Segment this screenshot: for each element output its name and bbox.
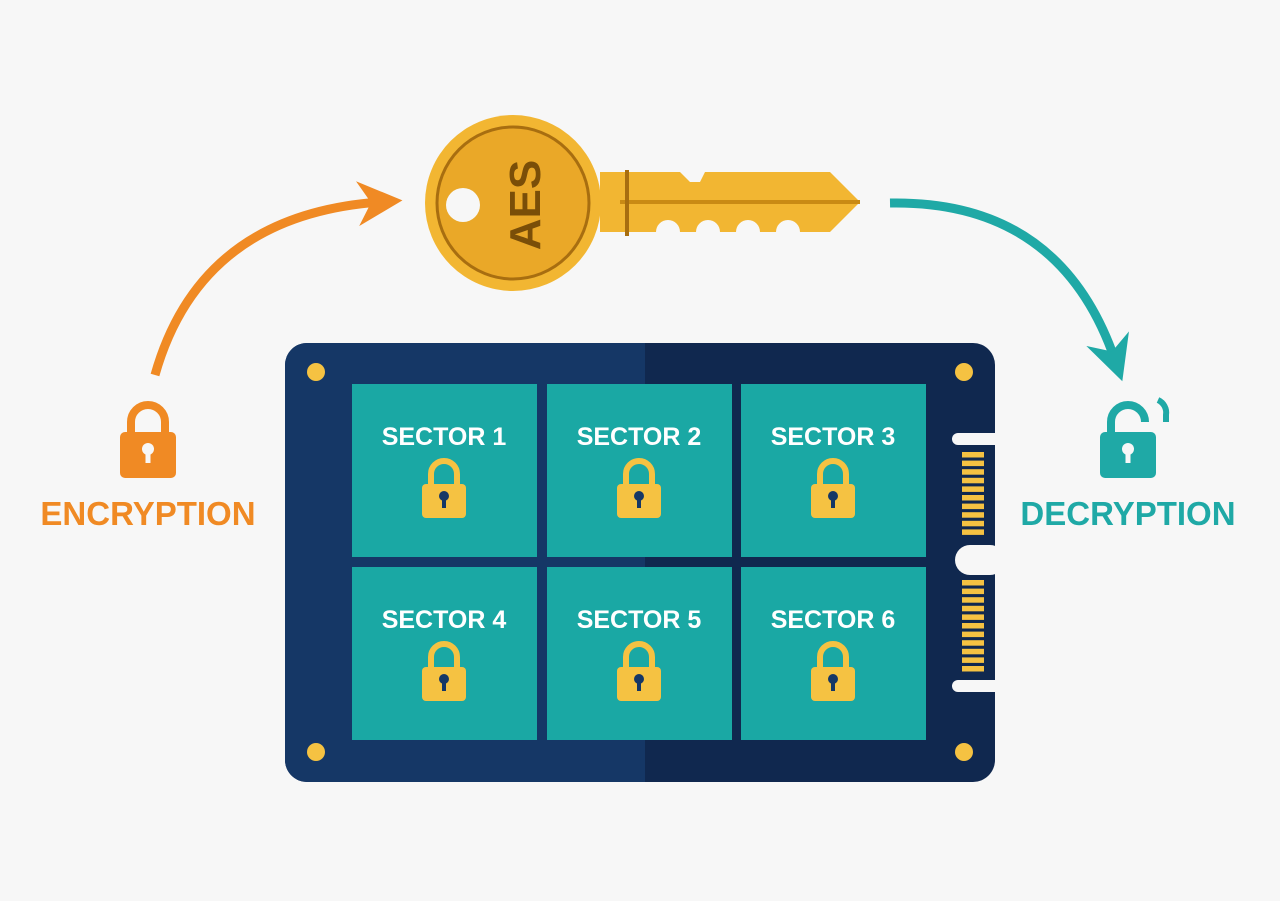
connector-pin [962, 605, 984, 612]
connector-pin [962, 503, 984, 510]
sector-tile [547, 384, 732, 557]
sector-label: SECTOR 1 [382, 423, 507, 451]
sector-label: SECTOR 4 [382, 606, 507, 634]
connector-pin [962, 614, 984, 620]
connector-pin [962, 469, 984, 475]
mounting-dot [955, 743, 973, 761]
encryption-label: ENCRYPTION [40, 495, 255, 532]
decryption-arrow [889, 198, 1129, 382]
encryption-arrow [150, 181, 403, 377]
connector-pin [962, 640, 984, 646]
mounting-dot [955, 363, 973, 381]
decryption-label: DECRYPTION [1020, 495, 1235, 532]
aes-key-icon: AES [425, 115, 860, 291]
sector-label: SECTOR 6 [771, 606, 896, 634]
sector-label: SECTOR 5 [577, 606, 702, 634]
sector-6: SECTOR 6 [741, 567, 926, 740]
connector-pin [962, 495, 984, 501]
connector-pin [962, 460, 984, 467]
key-label: AES [501, 160, 550, 250]
mounting-dot [307, 363, 325, 381]
sector-tile [741, 567, 926, 740]
connector-pin [962, 580, 984, 586]
sector-tile [741, 384, 926, 557]
sector-4: SECTOR 4 [352, 567, 537, 740]
connector-pin [962, 477, 984, 484]
connector-pin [962, 452, 984, 458]
ssd-connector [952, 433, 1005, 692]
sector-1: SECTOR 1 [352, 384, 537, 557]
connector-pin [962, 486, 984, 492]
sector-3: SECTOR 3 [741, 384, 926, 557]
connector-pin [962, 588, 984, 595]
sector-tile [547, 567, 732, 740]
connector-pin [962, 666, 984, 672]
locked-padlock-icon [120, 401, 176, 478]
sector-2: SECTOR 2 [547, 384, 732, 557]
sector-5: SECTOR 5 [547, 567, 732, 740]
connector-pin [962, 520, 984, 527]
sector-tile [352, 567, 537, 740]
unlocked-padlock-icon [1100, 397, 1170, 478]
sector-label: SECTOR 3 [771, 423, 896, 451]
connector-pin [962, 597, 984, 603]
sector-label: SECTOR 2 [577, 423, 702, 451]
connector-pin [962, 512, 984, 518]
mounting-dot [307, 743, 325, 761]
connector-pin [962, 623, 984, 629]
sector-tile [352, 384, 537, 557]
connector-pin [962, 657, 984, 663]
connector-pin [962, 631, 984, 638]
connector-pin [962, 529, 984, 535]
sector-grid: SECTOR 1 SECTOR 2 SECTOR 3 SECTOR 4 SECTOR 5… [352, 384, 926, 740]
connector-pin [962, 648, 984, 655]
